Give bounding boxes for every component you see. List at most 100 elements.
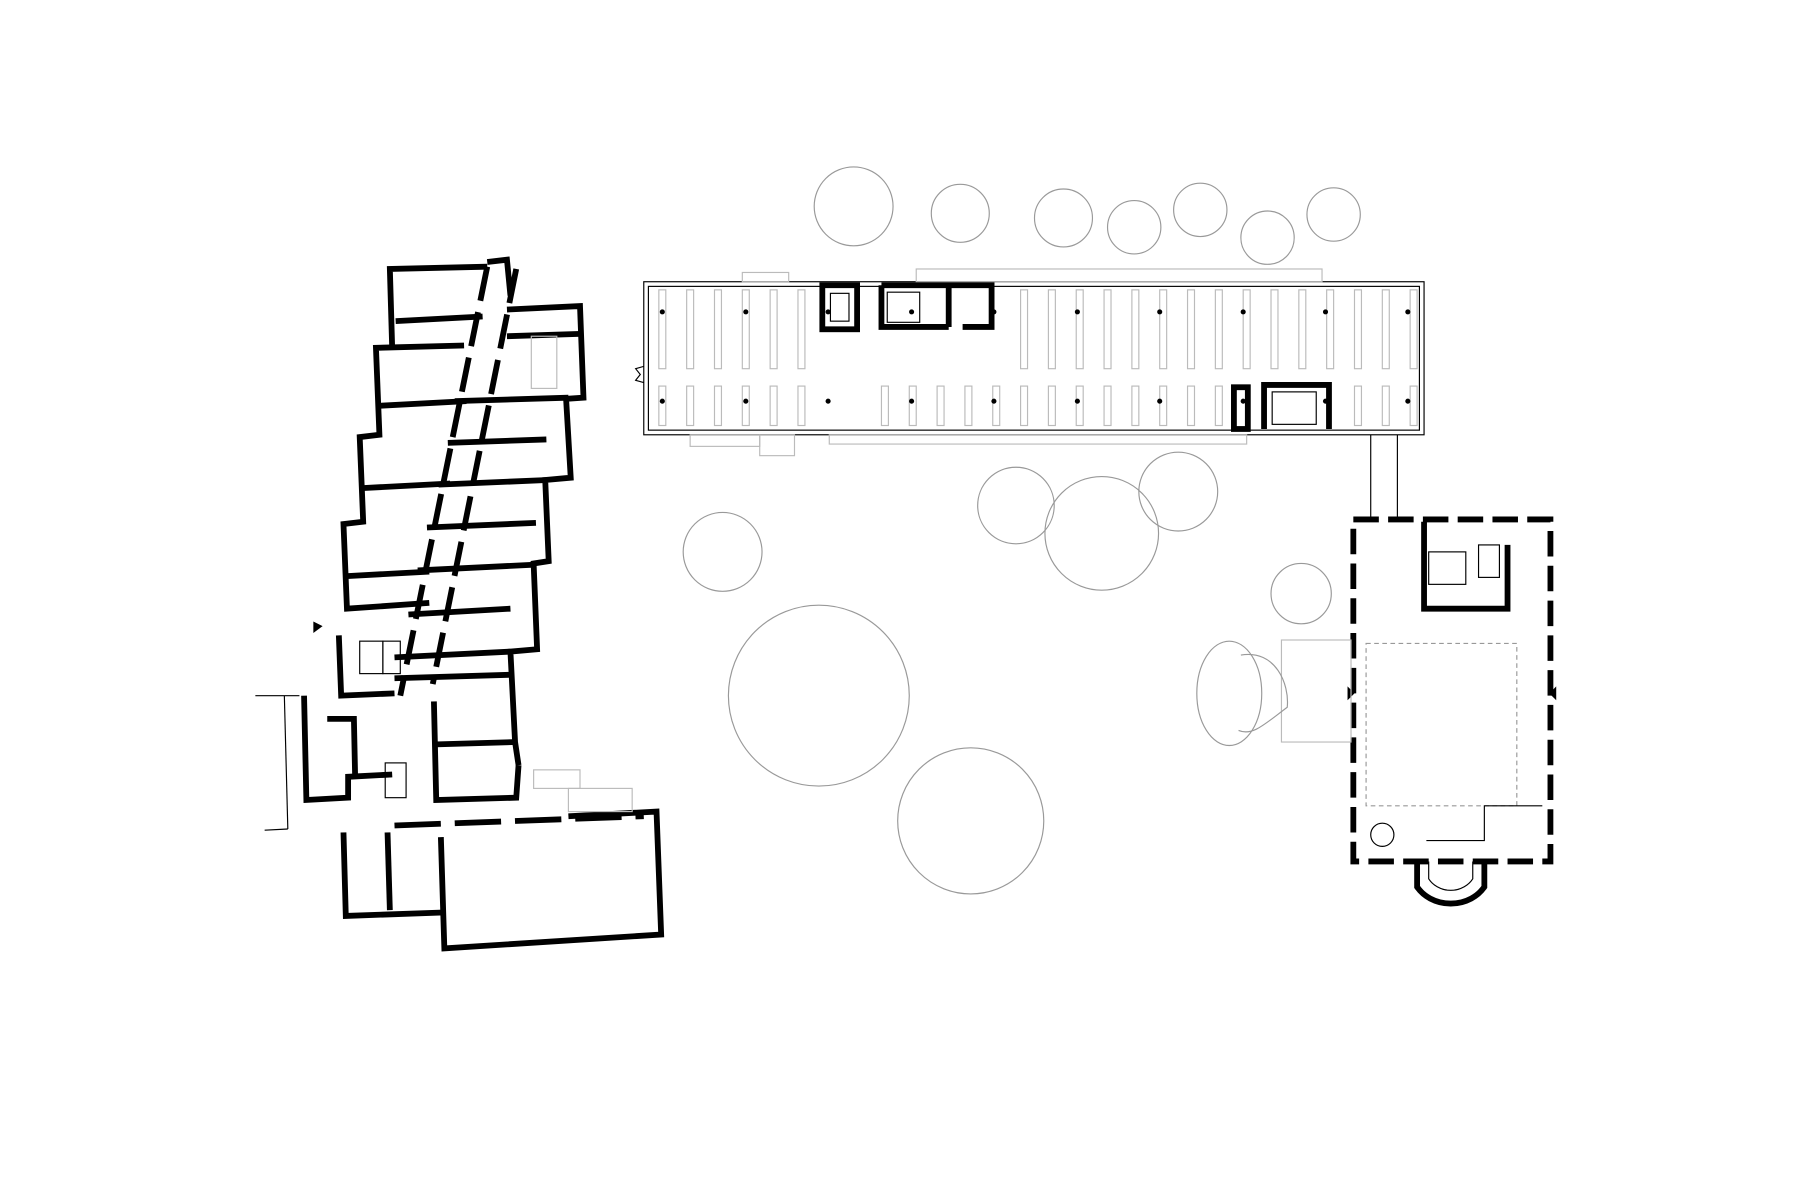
tree	[930, 183, 990, 243]
bookshelf	[658, 289, 667, 370]
stair-landing	[1196, 640, 1263, 747]
partition	[395, 313, 483, 325]
terrace-outline	[283, 695, 289, 830]
bookshelf	[1047, 385, 1056, 427]
room-block-1-right	[486, 256, 514, 296]
terrace	[1280, 639, 1352, 743]
bookshelf	[992, 385, 1001, 427]
bookshelf	[936, 385, 945, 427]
tree	[977, 466, 1055, 545]
partition	[426, 520, 537, 531]
column	[909, 309, 915, 315]
bookshelf	[1103, 289, 1112, 370]
bookshelf	[797, 289, 806, 370]
lower-left-rooms	[301, 695, 393, 804]
stair-core	[878, 285, 949, 330]
stairs	[886, 291, 921, 323]
column	[1322, 309, 1329, 315]
tree	[1106, 200, 1162, 255]
bookshelf	[1020, 385, 1029, 427]
partition	[1426, 805, 1543, 842]
lift	[382, 640, 401, 675]
partition	[384, 832, 393, 911]
villa-outer-wall	[1350, 516, 1554, 865]
column	[991, 398, 997, 404]
bookshelf	[1020, 289, 1029, 370]
bookshelves	[658, 289, 1418, 427]
bookshelf	[769, 385, 778, 427]
bookshelf	[1409, 385, 1418, 427]
bookshelf	[1159, 385, 1168, 427]
bookshelf	[713, 385, 723, 427]
bookshelf	[1214, 289, 1223, 370]
bookshelf	[741, 385, 750, 427]
column	[743, 309, 749, 315]
column	[825, 398, 831, 404]
bookshelf	[741, 289, 750, 370]
lift	[1477, 544, 1500, 578]
bookshelf	[658, 385, 667, 427]
inner-wall	[647, 285, 1421, 431]
connecting-bridge	[1370, 434, 1398, 520]
stairs	[530, 335, 558, 389]
tree	[1306, 187, 1361, 242]
room-block-1	[386, 263, 488, 348]
tree	[1138, 451, 1219, 532]
room-block-2	[506, 303, 587, 766]
tree	[1270, 562, 1332, 625]
tree	[1240, 210, 1295, 265]
bookshelf	[880, 385, 889, 427]
left-building-stepped-wing	[255, 256, 665, 952]
trees	[682, 166, 1361, 895]
stair-hall	[1421, 521, 1511, 612]
column	[743, 398, 749, 404]
canopy	[915, 268, 1323, 283]
right-building-villa	[1196, 516, 1557, 907]
bookshelf	[1270, 289, 1279, 370]
partition	[506, 331, 581, 340]
main-hall-outline	[1365, 642, 1518, 807]
partition	[379, 398, 467, 409]
spiral-stair	[1370, 822, 1395, 847]
bookshelf	[686, 289, 695, 370]
partition	[361, 480, 451, 492]
entrance-marker-icon	[1549, 686, 1557, 701]
tree	[682, 511, 763, 592]
wc-block	[431, 701, 522, 803]
column	[1240, 309, 1246, 315]
partition	[417, 561, 537, 574]
bookshelf	[1159, 289, 1168, 370]
bookshelf	[1103, 385, 1112, 427]
column	[825, 309, 831, 315]
corridor-wall-left	[397, 266, 491, 697]
column	[1074, 309, 1080, 315]
partition	[394, 648, 511, 661]
lower-left-inner	[327, 715, 358, 775]
bookshelf	[1214, 385, 1223, 427]
lift-core	[1231, 384, 1251, 432]
bookshelf	[1298, 289, 1307, 370]
external-stairs	[567, 787, 633, 813]
bookshelf	[1242, 289, 1251, 370]
tree	[1033, 188, 1094, 248]
column	[1405, 398, 1411, 404]
bookshelf	[686, 385, 695, 427]
corridor-wall	[394, 813, 644, 829]
bookshelf	[1131, 289, 1140, 370]
bookshelf	[769, 289, 778, 370]
gym-hall	[437, 808, 665, 952]
apse-inner	[1428, 861, 1474, 891]
lift-core	[819, 282, 860, 333]
stairs	[1428, 551, 1467, 585]
bookshelf	[1326, 289, 1335, 370]
bookshelf	[1353, 385, 1363, 427]
bookshelf	[1131, 385, 1140, 427]
column	[1074, 398, 1080, 404]
bookshelf	[908, 385, 917, 427]
wc-core	[881, 282, 995, 330]
stair-hall	[335, 635, 395, 699]
column	[659, 309, 665, 315]
stairs	[1271, 391, 1317, 425]
